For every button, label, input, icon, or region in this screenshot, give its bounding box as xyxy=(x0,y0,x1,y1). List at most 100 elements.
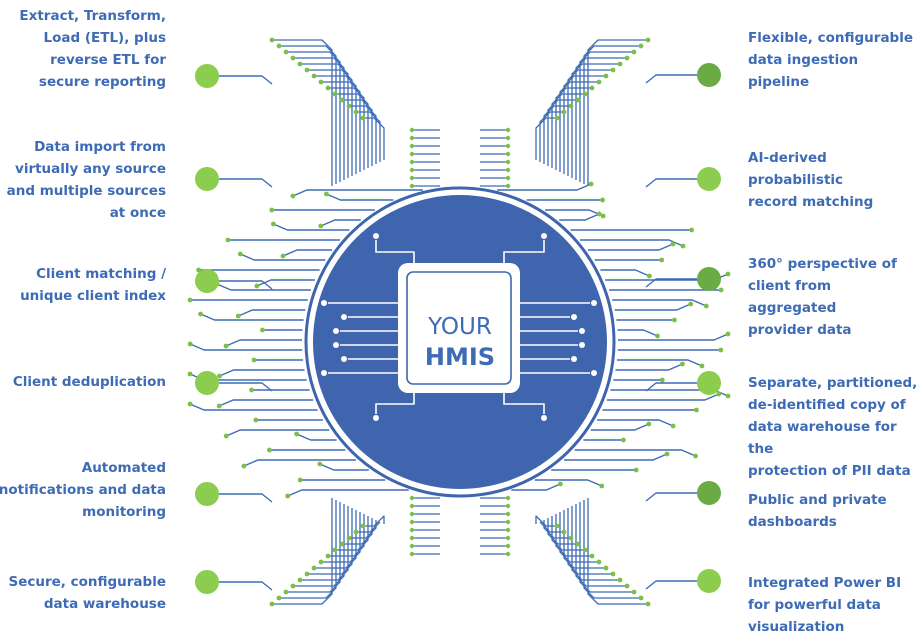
trace-terminal-dot xyxy=(360,115,366,121)
trace-terminal-dot xyxy=(317,461,323,467)
trace-terminal-dot xyxy=(267,447,272,453)
trace-terminal-dot xyxy=(505,151,511,157)
feature-right-2-line: record matching xyxy=(748,194,874,210)
trace-terminal-dot xyxy=(568,103,574,109)
trace-terminal-dot xyxy=(311,565,317,571)
circuit-trace xyxy=(587,39,648,186)
trace-terminal-dot xyxy=(561,529,567,535)
trace-terminal-dot xyxy=(596,211,602,217)
node-connector xyxy=(219,75,273,85)
circuit-trace xyxy=(616,359,703,367)
trace-terminal-dot xyxy=(505,127,511,133)
trace-terminal-dot xyxy=(505,519,511,525)
trace-terminal-dot xyxy=(409,127,415,133)
trace-terminal-dot xyxy=(332,91,338,97)
trace-terminal-dot xyxy=(505,495,511,501)
circuit-trace xyxy=(535,515,557,527)
trace-terminal-dot xyxy=(672,317,677,323)
circuit-trace xyxy=(307,69,353,176)
feature-right-4: Separate, partitioned, de-identified cop… xyxy=(748,372,919,482)
circuit-trace xyxy=(321,81,361,172)
circuit-trace xyxy=(216,283,311,291)
circuit-traces xyxy=(187,37,731,607)
trace-terminal-dot xyxy=(339,541,345,547)
trace-terminal-dot xyxy=(631,589,637,595)
circuit-trace xyxy=(555,87,592,170)
trace-terminal-dot xyxy=(688,301,694,307)
trace-terminal-dot xyxy=(557,481,563,487)
trace-terminal-dot xyxy=(554,115,560,121)
trace-terminal-dot xyxy=(575,541,581,547)
feature-left-5-line: notifications and data xyxy=(0,482,166,498)
circuit-trace xyxy=(286,51,341,182)
circuit-trace xyxy=(238,309,306,317)
trace-terminal-dot xyxy=(332,547,338,553)
trace-terminal-dot xyxy=(617,61,623,67)
feature-right-3-line: 360° perspective of xyxy=(748,256,897,272)
node-connector xyxy=(219,280,273,290)
chip-pin xyxy=(375,393,415,414)
trace-terminal-dot xyxy=(505,503,511,509)
trace-terminal-dot xyxy=(409,527,415,533)
circuit-trace xyxy=(342,99,373,166)
feature-right-1: Flexible, configurable data ingestion pi… xyxy=(748,27,919,93)
feature-left-1-line: Extract, Transform, xyxy=(19,8,166,24)
trace-terminal-dot xyxy=(409,535,415,541)
trace-terminal-dot xyxy=(659,257,665,263)
chip-pin xyxy=(503,240,545,263)
trace-terminal-dot xyxy=(269,37,275,43)
chip-pins xyxy=(321,233,597,421)
circuit-trace xyxy=(615,363,683,371)
feature-left-1-line: secure reporting xyxy=(38,74,166,90)
chip-pin-dot xyxy=(541,415,547,421)
trace-terminal-dot xyxy=(409,183,415,189)
feature-right-4-line: data warehouse for the xyxy=(748,419,897,457)
feature-node-right xyxy=(697,569,721,593)
circuit-trace xyxy=(580,239,684,247)
trace-terminal-dot xyxy=(223,433,229,439)
circuit-trace xyxy=(545,209,604,217)
node-connector xyxy=(219,493,273,503)
feature-node-right xyxy=(697,371,721,395)
circuit-trace xyxy=(567,69,613,176)
circuit-trace xyxy=(293,57,345,180)
trace-terminal-dot xyxy=(693,407,699,413)
circuit-trace xyxy=(300,63,349,178)
trace-terminal-dot xyxy=(294,431,300,437)
trace-terminal-dot xyxy=(325,553,331,559)
trace-terminal-dot xyxy=(589,553,595,559)
trace-terminal-dot xyxy=(670,241,676,247)
trace-terminal-dot xyxy=(409,503,415,509)
circuit-trace xyxy=(279,45,337,184)
feature-node-right xyxy=(697,481,721,505)
chip-pin-dot xyxy=(579,328,585,334)
trace-terminal-dot xyxy=(223,343,229,349)
circuit-trace xyxy=(579,51,634,182)
trace-terminal-dot xyxy=(582,91,588,97)
trace-terminal-dot xyxy=(324,191,329,197)
trace-terminal-dot xyxy=(645,37,651,43)
chip-pin-dot xyxy=(571,356,577,362)
feature-node-left xyxy=(195,371,219,395)
trace-terminal-dot xyxy=(280,253,286,259)
trace-terminal-dot xyxy=(703,303,709,309)
feature-left-6-line: Secure, configurable xyxy=(8,574,166,590)
node-connector xyxy=(645,178,697,188)
node-connector xyxy=(645,74,697,84)
trace-terminal-dot xyxy=(689,227,694,233)
trace-terminal-dot xyxy=(290,583,296,589)
circuit-trace xyxy=(539,111,564,162)
trace-terminal-dot xyxy=(409,159,415,165)
circuit-trace xyxy=(617,333,729,341)
circuit-trace xyxy=(567,508,613,575)
feature-right-6-line: visualization xyxy=(748,619,845,635)
circuit-trace xyxy=(328,87,365,170)
circuit-trace xyxy=(575,504,627,587)
circuit-trace xyxy=(564,453,668,461)
trace-terminal-dot xyxy=(610,571,616,577)
circuit-trace xyxy=(335,93,369,168)
chip-pin-dot xyxy=(333,328,339,334)
feature-left-2-line: Data import from xyxy=(34,139,166,155)
chip-pin-dot xyxy=(341,356,347,362)
trace-terminal-dot xyxy=(599,483,605,489)
